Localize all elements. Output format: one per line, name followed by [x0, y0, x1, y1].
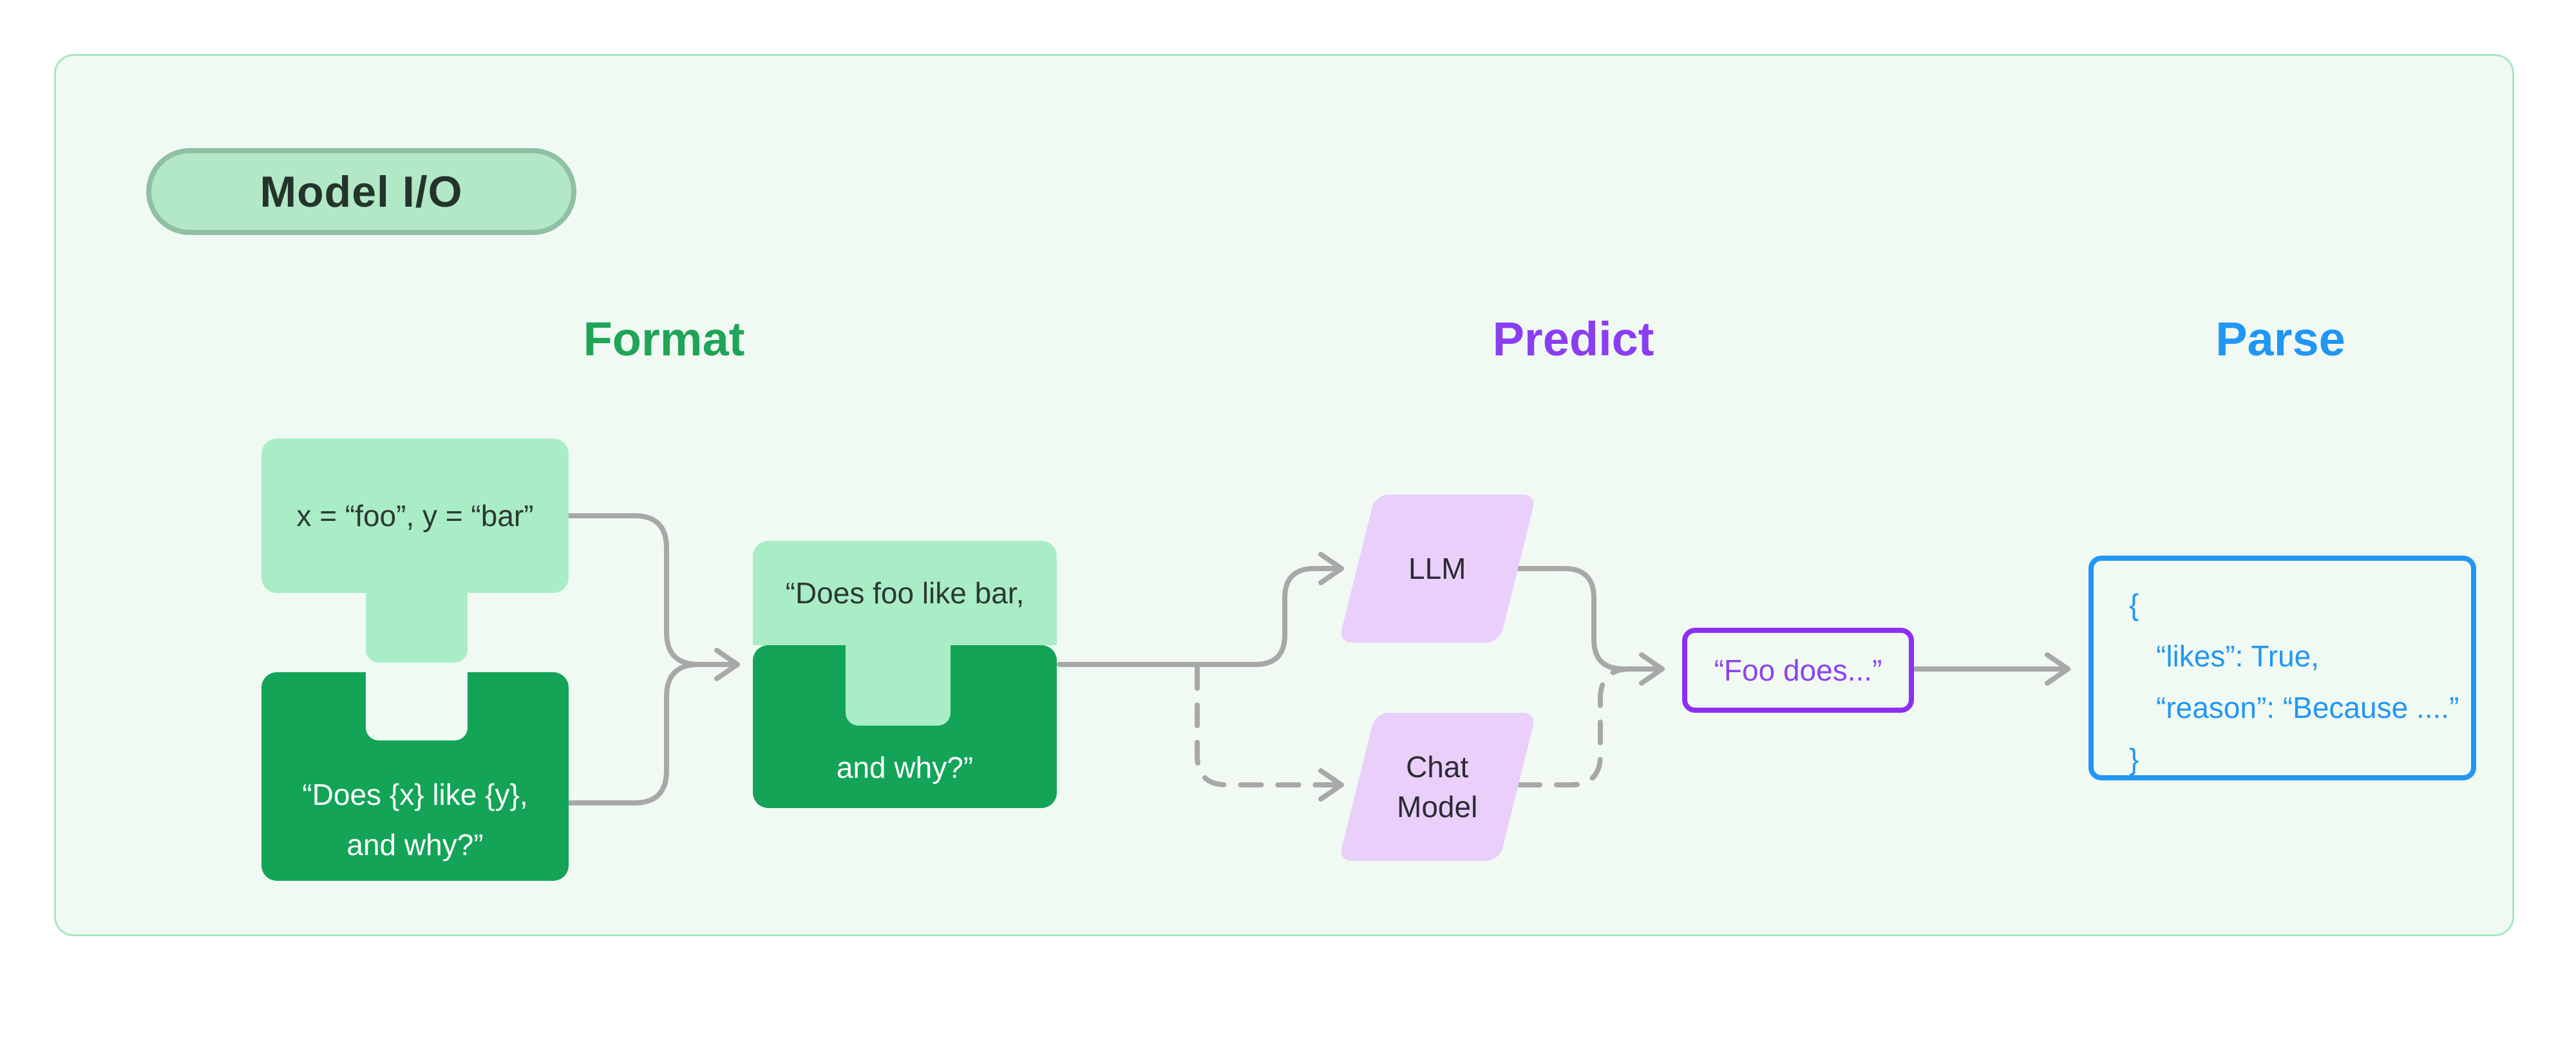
section-header-format: Format [583, 312, 745, 366]
connector-prompt-to-llm [1057, 552, 1344, 667]
connector-llm-to-completion [1517, 566, 1665, 686]
formatted-prompt-top: “Does foo like bar, [753, 541, 1057, 645]
parsed-output-line3: “reason”: “Because ....” [2156, 691, 2459, 724]
prompt-template-line1: “Does {x} like {y}, [302, 778, 528, 811]
prompt-template-text: “Does {x} like {y}, and why?” [261, 769, 569, 870]
prompt-template-notch [366, 672, 468, 740]
section-header-predict: Predict [1492, 312, 1654, 366]
chat-model-line1: Chat [1406, 750, 1469, 784]
connector-prompt-to-chat-model [1195, 665, 1344, 802]
chat-model-node: Chat Model [1338, 713, 1537, 861]
llm-node: LLM [1338, 494, 1537, 643]
formatted-prompt-tab [846, 644, 951, 726]
model-io-badge: Model I/O [146, 148, 576, 235]
parsed-output-line4: } [2129, 742, 2139, 776]
formatted-prompt-line2: and why?” [836, 751, 974, 784]
formatted-prompt-line1: “Does foo like bar, [785, 576, 1025, 610]
chat-model-line2: Model [1397, 790, 1478, 824]
parsed-output-line1: { [2129, 588, 2139, 621]
llm-label: LLM [1408, 552, 1466, 585]
parsed-output-node: { “likes”: True, “reason”: “Because ....… [2088, 556, 2476, 780]
chat-model-label: Chat Model [1397, 747, 1477, 827]
connector-chat-model-to-completion [1517, 666, 1633, 787]
section-header-parse: Parse [2215, 312, 2345, 366]
diagram-canvas: Model I/O Format Predict Parse x = “foo”… [54, 54, 2514, 936]
parsed-output-line2: “likes”: True, [2156, 639, 2320, 673]
connector-inputs-to-prompt [565, 513, 740, 681]
input-values-text: x = “foo”, y = “bar” [296, 499, 534, 532]
completion-node: “Foo does...” [1682, 628, 1914, 713]
input-values-tab [366, 589, 468, 663]
prompt-template-line2: and why?” [346, 828, 484, 861]
connector-template-to-prompt [565, 662, 701, 805]
input-values-node: x = “foo”, y = “bar” [261, 438, 569, 593]
